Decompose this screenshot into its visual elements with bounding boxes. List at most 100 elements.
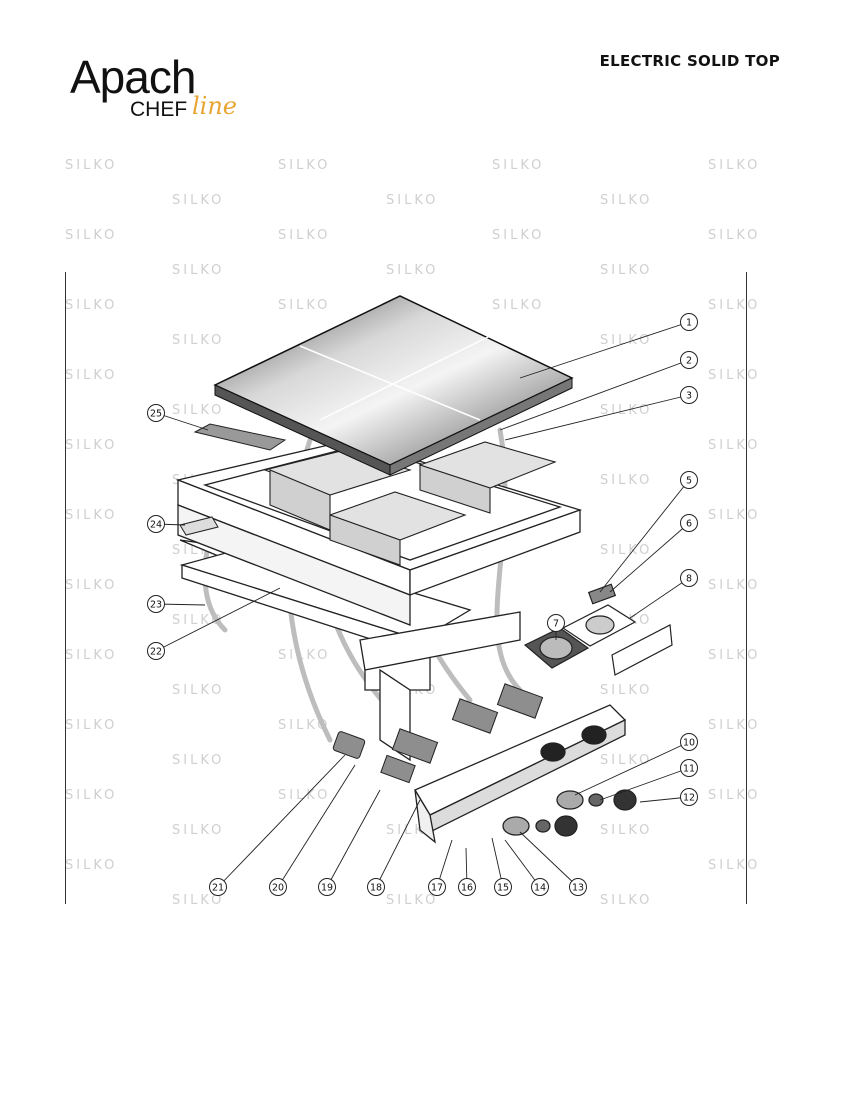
callout-circle-7 bbox=[547, 614, 565, 632]
leader-line-8 bbox=[629, 577, 690, 619]
callout-circle-20 bbox=[269, 878, 287, 896]
callout-circle-15 bbox=[494, 878, 512, 896]
callout-number: 2 bbox=[686, 356, 692, 367]
leader-line-1 bbox=[519, 321, 690, 379]
callout-number: 1 bbox=[686, 318, 692, 329]
leader-line-21 bbox=[217, 754, 346, 888]
callout-number: 7 bbox=[553, 619, 559, 630]
page-title: ELECTRIC SOLID TOP bbox=[599, 52, 780, 70]
silko-watermark: SILKO bbox=[708, 508, 761, 523]
callout-number: 17 bbox=[431, 883, 443, 894]
callout-circle-25 bbox=[147, 404, 165, 422]
silko-watermark: SILKO bbox=[65, 718, 118, 733]
callout-circle-18 bbox=[367, 878, 385, 896]
silko-watermark: SILKO bbox=[65, 298, 118, 313]
silko-watermark: SILKO bbox=[278, 158, 331, 173]
leader-line-20 bbox=[277, 764, 356, 888]
callout-number: 25 bbox=[150, 409, 162, 420]
silko-watermark: SILKO bbox=[600, 263, 653, 278]
callout-number: 12 bbox=[683, 793, 695, 804]
silko-watermark: SILKO bbox=[600, 823, 653, 838]
callout-circle-2 bbox=[680, 351, 698, 369]
silko-watermark: SILKO bbox=[600, 893, 653, 908]
silko-watermark: SILKO bbox=[65, 438, 118, 453]
silko-watermark: SILKO bbox=[708, 718, 761, 733]
silko-watermark: SILKO bbox=[278, 228, 331, 243]
silko-watermark: SILKO bbox=[600, 333, 653, 348]
callout-number: 14 bbox=[534, 883, 546, 894]
silko-watermark: SILKO bbox=[600, 193, 653, 208]
leader-line-22 bbox=[155, 587, 281, 652]
logo-brand-chef: CHEF bbox=[130, 98, 188, 121]
callout-circle-17 bbox=[428, 878, 446, 896]
silko-watermark: SILKO bbox=[65, 368, 118, 383]
callout-number: 6 bbox=[686, 519, 692, 530]
silko-watermark: SILKO bbox=[386, 893, 439, 908]
callout-number: 10 bbox=[683, 738, 695, 749]
frame-left-rule bbox=[65, 272, 66, 904]
silko-watermark: SILKO bbox=[65, 648, 118, 663]
silko-watermark: SILKO bbox=[172, 263, 225, 278]
leader-line-5 bbox=[599, 479, 690, 593]
leader-line-2 bbox=[499, 359, 690, 431]
leader-line-13 bbox=[519, 831, 579, 888]
callout-circle-24 bbox=[147, 515, 165, 533]
callout-number: 8 bbox=[686, 574, 692, 585]
silko-watermark: SILKO bbox=[386, 193, 439, 208]
silko-watermark: SILKO bbox=[600, 473, 653, 488]
silko-watermark: SILKO bbox=[172, 753, 225, 768]
silko-watermark: SILKO bbox=[492, 158, 545, 173]
silko-watermark: SILKO bbox=[278, 718, 331, 733]
control-panel bbox=[414, 704, 637, 844]
callout-number: 20 bbox=[272, 883, 284, 894]
silko-watermark: SILKO bbox=[708, 858, 761, 873]
leader-line-6 bbox=[609, 522, 690, 593]
vent-grille bbox=[179, 423, 287, 536]
callout-circle-3 bbox=[680, 386, 698, 404]
callout-number: 23 bbox=[150, 600, 162, 611]
silko-watermark: SILKO bbox=[708, 438, 761, 453]
callout-circle-23 bbox=[147, 595, 165, 613]
silko-watermark: SILKO bbox=[278, 788, 331, 803]
leader-line-10 bbox=[574, 741, 690, 796]
callout-number: 19 bbox=[321, 883, 333, 894]
callout-circle-12 bbox=[680, 788, 698, 806]
callout-circle-1 bbox=[680, 313, 698, 331]
silko-watermark: SILKO bbox=[492, 228, 545, 243]
frame-right-rule bbox=[746, 272, 747, 904]
callout-circle-19 bbox=[318, 878, 336, 896]
logo-brand-main: Apach bbox=[70, 51, 196, 103]
callout-leader-lines bbox=[155, 321, 690, 888]
silko-watermark: SILKO bbox=[708, 228, 761, 243]
callout-circle-13 bbox=[569, 878, 587, 896]
silko-watermark: SILKO bbox=[65, 228, 118, 243]
silko-watermark: SILKO bbox=[492, 298, 545, 313]
silko-watermark: SILKO bbox=[172, 683, 225, 698]
silko-watermark: SILKO bbox=[708, 368, 761, 383]
silko-watermark: SILKO bbox=[600, 543, 653, 558]
solid-top-plate bbox=[213, 295, 574, 476]
leader-line-25 bbox=[155, 412, 209, 431]
callout-number: 18 bbox=[370, 883, 382, 894]
silko-watermark: SILKO bbox=[172, 193, 225, 208]
callout-number: 22 bbox=[150, 647, 162, 658]
silko-watermark: SILKO bbox=[172, 333, 225, 348]
callout-circle-14 bbox=[531, 878, 549, 896]
callout-circle-16 bbox=[458, 878, 476, 896]
silko-watermark: SILKO bbox=[708, 788, 761, 803]
callout-number: 13 bbox=[572, 883, 584, 894]
silko-watermark: SILKO bbox=[708, 578, 761, 593]
silko-watermark: SILKO bbox=[386, 263, 439, 278]
callout-circle-11 bbox=[680, 759, 698, 777]
callout-number: 16 bbox=[461, 883, 473, 894]
silko-watermark: SILKO bbox=[708, 648, 761, 663]
callout-circle-21 bbox=[209, 878, 227, 896]
callout-circle-10 bbox=[680, 733, 698, 751]
silko-watermark: SILKO bbox=[172, 823, 225, 838]
leader-line-18 bbox=[375, 799, 421, 888]
callout-circle-5 bbox=[680, 471, 698, 489]
silko-watermark: SILKO bbox=[600, 753, 653, 768]
silko-watermark: SILKO bbox=[65, 578, 118, 593]
silko-watermark: SILKO bbox=[172, 893, 225, 908]
silko-watermark: SILKO bbox=[600, 683, 653, 698]
